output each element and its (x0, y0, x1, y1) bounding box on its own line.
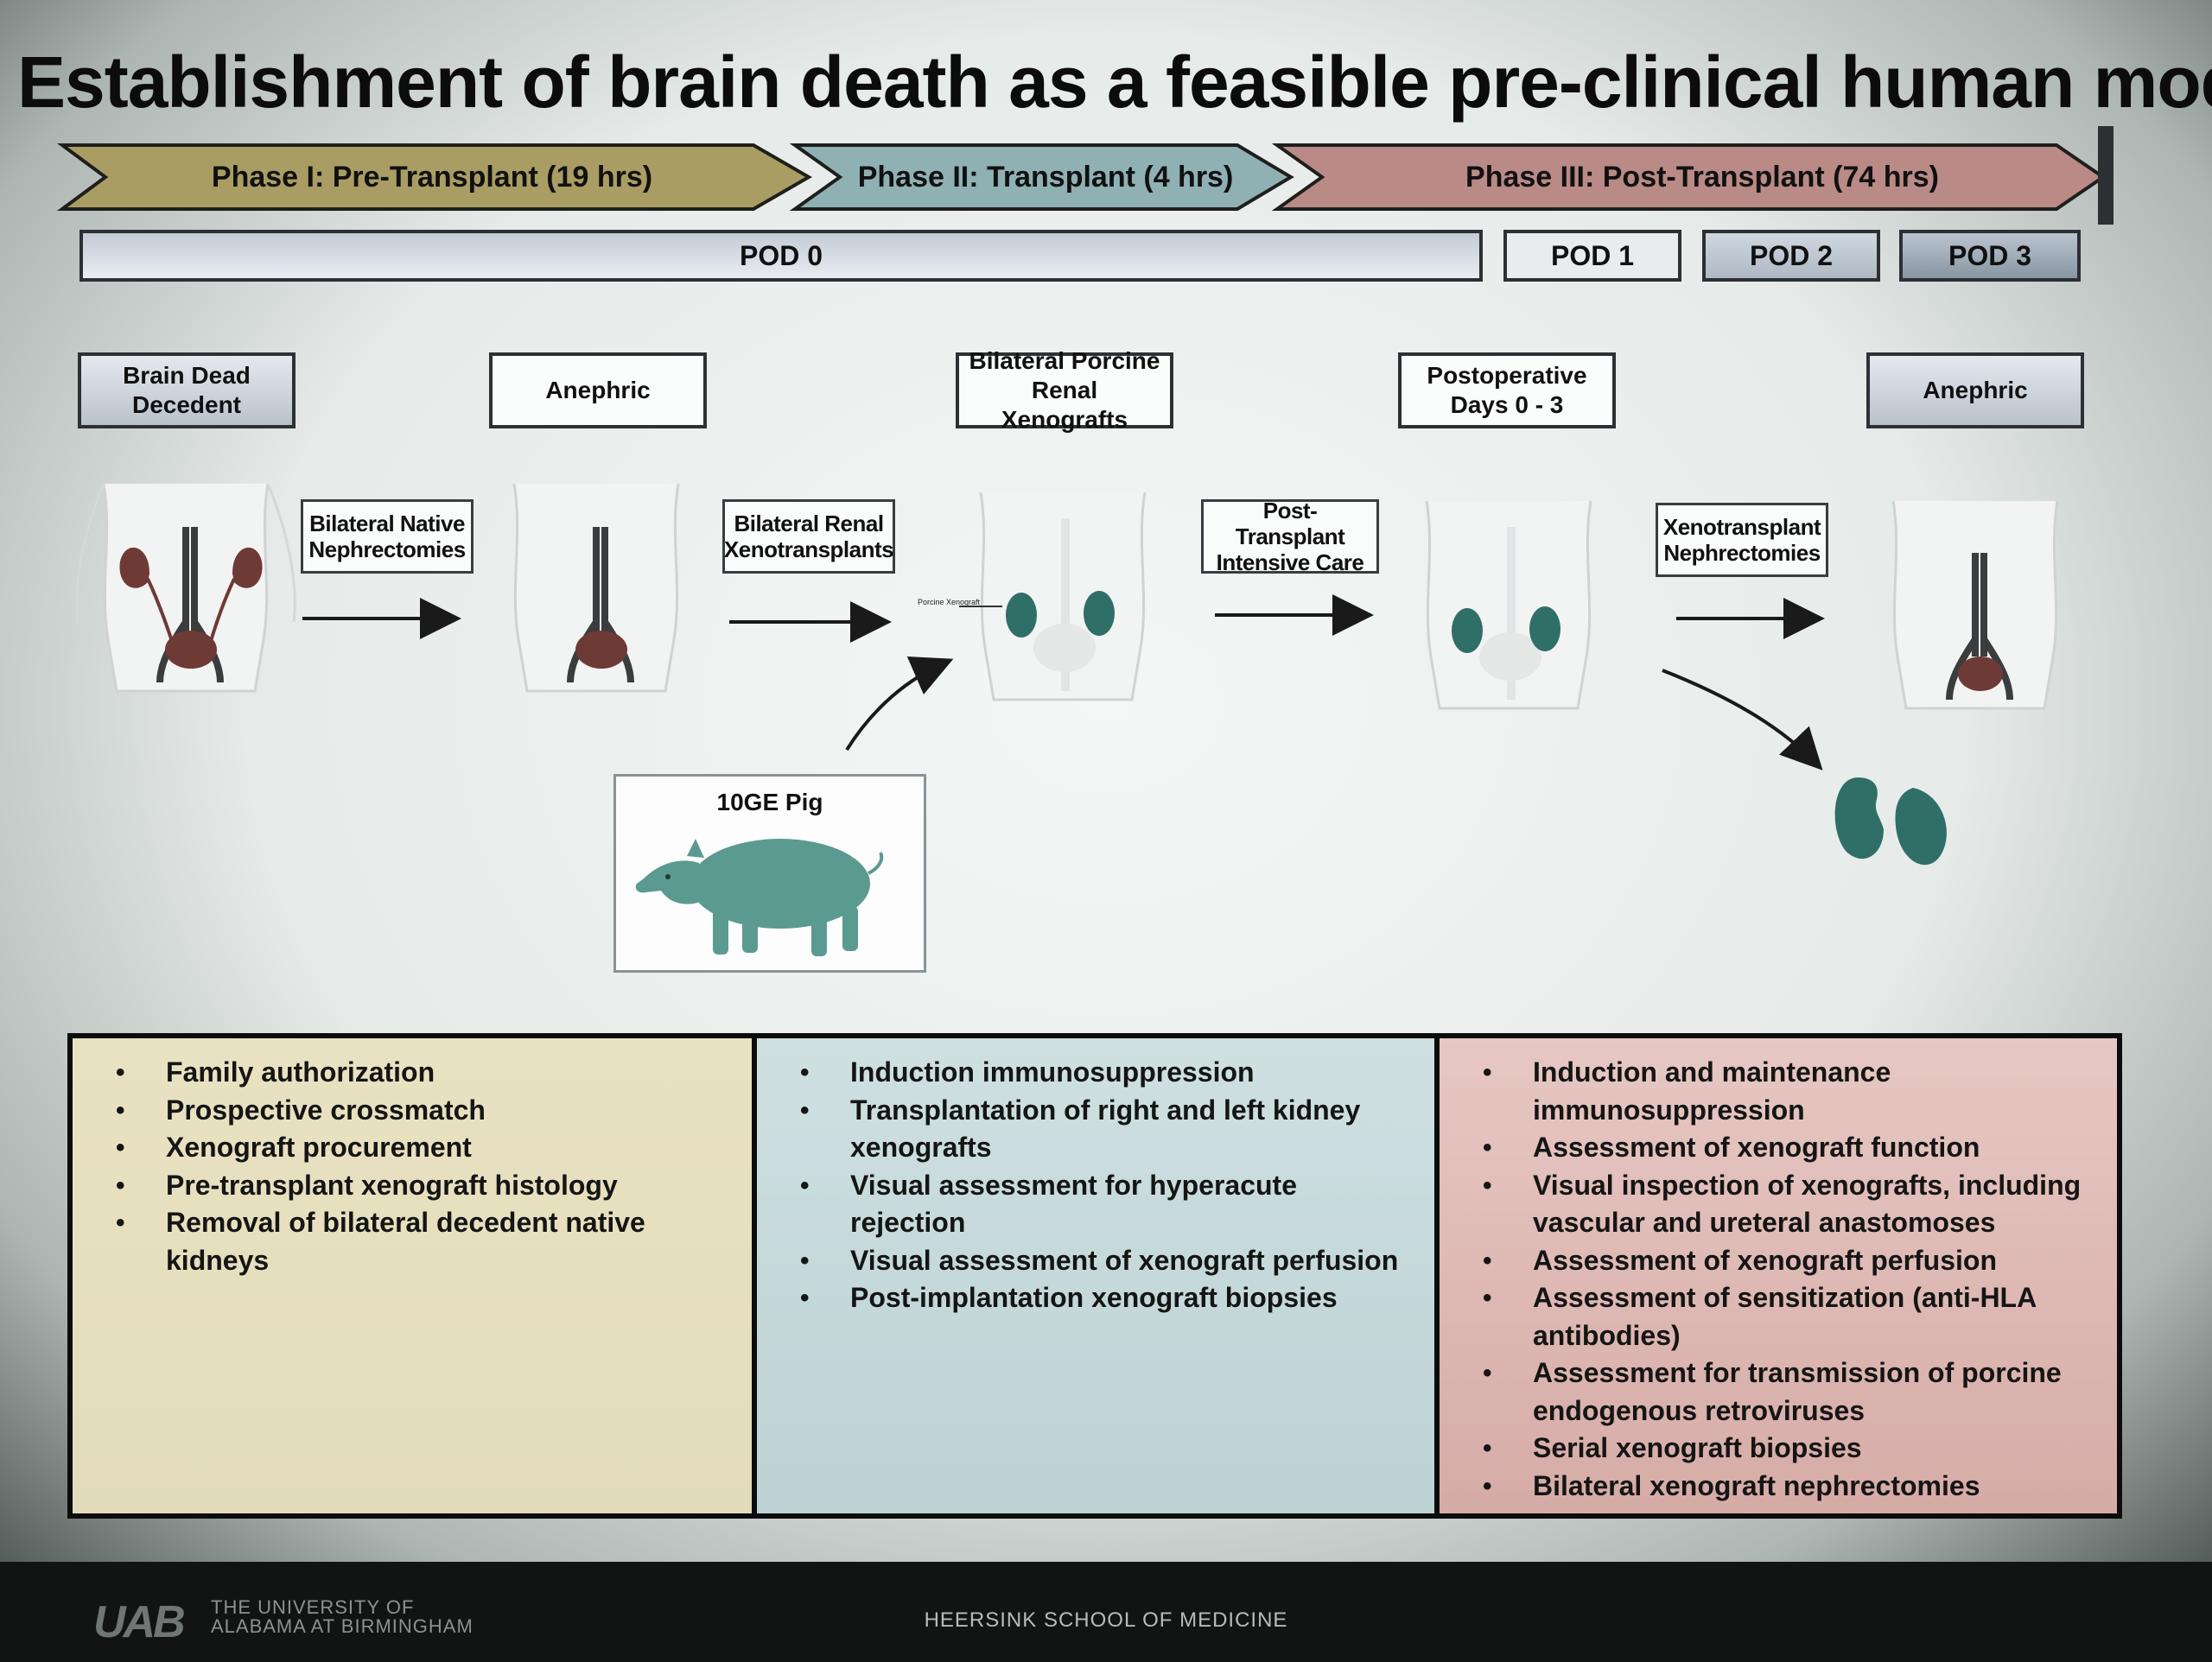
list-item: Family authorization (90, 1054, 734, 1092)
panel-divider-2 (1434, 1033, 1440, 1519)
list-item: Visual inspection of xenografts, includi… (1457, 1167, 2100, 1242)
list-item: Visual assessment for hyperacute rejecti… (774, 1167, 1417, 1242)
phase-1-label: Phase I: Pre-Transplant (19 hrs) (211, 161, 653, 193)
slide: Establishment of brain death as a feasib… (0, 0, 2212, 1562)
panel-phase-2-list: Induction immunosuppression Transplantat… (774, 1054, 1417, 1317)
panel-phase-3: Induction and maintenance immunosuppress… (1440, 1033, 2117, 1519)
list-item: Assessment for transmission of porcine e… (1457, 1354, 2100, 1430)
porcine-callout-text: Porcine Xenograft (918, 598, 981, 606)
phase-1-arrow (56, 143, 812, 211)
panel-phase-1-list: Family authorization Prospective crossma… (90, 1054, 734, 1279)
porcine-xenograft-callout: Porcine Xenograft (918, 598, 981, 606)
list-item: Assessment of xenograft function (1457, 1129, 2100, 1167)
list-item: Pre-transplant xenograft histology (90, 1167, 734, 1205)
state-porcine-xenografts: Bilateral Porcine Renal Xenografts (956, 347, 1173, 433)
university-line-1: THE UNIVERSITY OF (211, 1596, 415, 1618)
torso-xenografts-icon (959, 492, 1147, 701)
torso-native-kidneys-icon (75, 483, 296, 693)
step-xenotransplant-nephrectomies: Xenotransplant Nephrectomies (1656, 503, 1828, 577)
anatomy-illustrations: Porcine Xenograft (75, 483, 2059, 866)
list-item: Assessment of xenograft perfusion (1457, 1242, 2100, 1280)
phase-2-arrow (789, 143, 1294, 211)
phase-end-bar (2098, 126, 2113, 225)
list-item: Visual assessment of xenograft perfusion (774, 1242, 1417, 1280)
state-anephric: Anephric (489, 352, 707, 428)
step-native-nephrectomies: Bilateral Native Nephrectomies (301, 499, 474, 574)
arrow-explant (1662, 669, 1823, 771)
list-item: Induction immunosuppression (774, 1054, 1417, 1092)
phase-arrows (56, 126, 2113, 225)
torso-postoperative-icon (1425, 500, 1592, 710)
state-anephric-final: Anephric (1866, 352, 2084, 428)
phase-3-arrow (1271, 143, 2107, 211)
list-item: Assessment of sensitization (anti-HLA an… (1457, 1279, 2100, 1354)
torso-anephric-final-icon (1891, 500, 2059, 710)
step-intensive-care: Post-Transplant Intensive Care (1201, 498, 1379, 575)
list-item: Xenograft procurement (90, 1129, 734, 1167)
list-item: Induction and maintenance immunosuppress… (1457, 1054, 2100, 1129)
school-name: HEERSINK SCHOOL OF MEDICINE (924, 1608, 1288, 1632)
pig-icon (635, 839, 884, 956)
list-item: Post-implantation xenograft biopsies (774, 1279, 1417, 1317)
state-brain-dead-decedent: Brain Dead Decedent (78, 352, 296, 428)
step-renal-xenotransplants: Bilateral Renal Xenotransplants (722, 499, 895, 574)
uab-logo: UAB (93, 1597, 186, 1647)
footer: UAB THE UNIVERSITY OF ALABAMA AT BIRMING… (0, 1562, 2212, 1662)
pig-label: 10GE Pig (716, 789, 823, 815)
phase-2-label: Phase II: Transplant (4 hrs) (857, 161, 1234, 193)
phase-3-label: Phase III: Post-Transplant (74 hrs) (1465, 161, 1939, 193)
pod-0: POD 0 (79, 230, 1483, 282)
pod-1: POD 1 (1503, 230, 1681, 282)
list-item: Serial xenograft biopsies (1457, 1430, 2100, 1468)
pod-2: POD 2 (1702, 230, 1880, 282)
list-item: Bilateral xenograft nephrectomies (1457, 1468, 2100, 1506)
panel-divider-1 (752, 1033, 757, 1519)
arrow-pig-to-recipient (845, 656, 954, 752)
university-line-2: ALABAMA AT BIRMINGHAM (211, 1615, 474, 1637)
list-item: Transplantation of right and left kidney… (774, 1092, 1417, 1167)
slide-title: Establishment of brain death as a feasib… (17, 41, 2212, 123)
university-name: THE UNIVERSITY OF ALABAMA AT BIRMINGHAM (211, 1598, 474, 1636)
pig-source-box: 10GE Pig (613, 774, 926, 973)
panel-phase-3-list: Induction and maintenance immunosuppress… (1457, 1054, 2100, 1505)
pod-3: POD 3 (1899, 230, 2081, 282)
torso-anephric-icon (512, 483, 680, 693)
list-item: Removal of bilateral decedent native kid… (90, 1204, 734, 1279)
list-item: Prospective crossmatch (90, 1092, 734, 1130)
explanted-kidneys-icon (1834, 777, 1947, 866)
panel-phase-2: Induction immunosuppression Transplantat… (757, 1033, 1434, 1519)
panel-phase-1: Family authorization Prospective crossma… (73, 1033, 752, 1519)
state-postoperative-days: Postoperative Days 0 - 3 (1398, 352, 1616, 428)
